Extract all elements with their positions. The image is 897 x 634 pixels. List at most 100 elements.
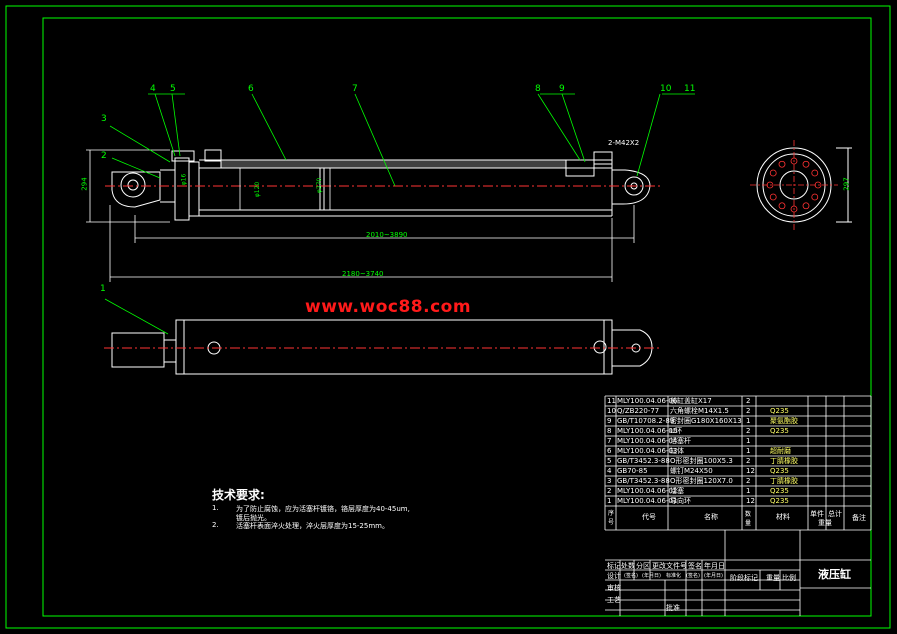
bolt-hole: [778, 202, 786, 210]
tb-r2-sign2: (签名): [686, 573, 700, 579]
inner-frame: [42, 17, 872, 617]
bom-cell-qty: 1: [746, 487, 751, 495]
bolt-hole: [811, 169, 819, 177]
bom-header-name: 名称: [704, 513, 718, 521]
cylinder-external-view: [111, 319, 653, 375]
bom-cell-qty: 2: [746, 427, 751, 435]
bom-cell-qty: 1: [746, 417, 751, 425]
tb-label-mark: 标记: [607, 562, 621, 570]
tb-approve: 批准: [666, 604, 680, 612]
bom-cell-code: GB/T3452.3-88: [617, 457, 670, 465]
drawing-title: 液压缸: [818, 568, 851, 581]
tb-r2-date: (年月日): [642, 573, 661, 579]
bom-cell-code: GB70-85: [617, 467, 648, 475]
tb-label-date: 年月日: [704, 562, 725, 570]
bom-header-mat: 材料: [776, 513, 790, 521]
watermark: www.woc88.com: [305, 297, 472, 317]
bom-cell-material: 超耐磨: [770, 447, 791, 455]
tb-weight: 重量: [766, 574, 780, 582]
requirement-num-1: 1.: [212, 504, 219, 512]
bom-header-note: 备注: [852, 514, 866, 522]
bom-cell-no: 9: [607, 417, 612, 425]
bom-cell-name: 螺钉M24X50: [670, 467, 713, 475]
bom-cell-code: MLY100.04.06-04: [617, 437, 678, 445]
outer-frame: [5, 5, 891, 629]
callout-10: 10: [660, 84, 672, 94]
bolt-hole: [769, 193, 777, 201]
tb-label-changedoc: 更改文件号: [652, 562, 687, 570]
bom-cell-code: GB/T3452.3-88: [617, 477, 670, 485]
bom-cell-code: GB/T10708.2-89: [617, 417, 675, 425]
dim-inner: 2010~3890: [366, 231, 408, 239]
tb-r2-date2: (年月日): [704, 573, 723, 579]
callout-8: 8: [535, 84, 541, 94]
bom-cell-code: Q/ZB220-77: [617, 407, 660, 415]
bom-cell-name: O形密封圈100X5.3: [670, 457, 733, 465]
bom-cell-no: 7: [607, 437, 612, 445]
bom-cell-material: 聚氨酯胶: [770, 417, 798, 425]
bom-cell-no: 2: [607, 487, 612, 495]
bom-cell-material: 丁腈橡胶: [770, 477, 798, 485]
dim-bore1: φ120: [254, 181, 262, 198]
dim-pin: φ16: [180, 173, 188, 186]
callout-9: 9: [559, 84, 565, 94]
bolt-hole: [778, 160, 786, 168]
dim-outer: 2180~3740: [342, 270, 384, 278]
bom-cell-material: Q235: [770, 427, 789, 435]
bom-cell-qty: 1: [746, 437, 751, 445]
callout-5: 5: [170, 84, 176, 94]
bom-cell-material: 丁腈橡胶: [770, 457, 798, 465]
callout-6: 6: [248, 84, 254, 94]
tb-process: 工艺: [607, 596, 621, 604]
bom-header-code: 代号: [642, 513, 656, 521]
tb-label-sign: 签名: [688, 562, 702, 570]
bom-cell-name: 活塞: [670, 487, 684, 495]
bom-cell-name: O形密封圈120X7.0: [670, 477, 733, 485]
bom-cell-qty: 2: [746, 407, 751, 415]
requirement-num-2: 2.: [212, 521, 219, 529]
bom-cell-no: 3: [607, 477, 612, 485]
bom-cell-no: 1: [607, 497, 612, 505]
bom-cell-qty: 2: [746, 477, 751, 485]
bom-cell-name: 六角螺栓M14X1.5: [670, 407, 729, 415]
bom-cell-no: 6: [607, 447, 612, 455]
callout-4: 4: [150, 84, 156, 94]
bom-cell-no: 8: [607, 427, 612, 435]
dim-right-height: 297: [842, 177, 851, 191]
bom-cell-qty: 12: [746, 497, 755, 505]
bom-cell-material: Q235: [770, 467, 789, 475]
cylinder-section-view: [111, 149, 651, 221]
tb-label-count: 处数: [621, 562, 635, 570]
tb-scale: 比例: [782, 574, 796, 582]
dim-port: 2-M42X2: [608, 139, 640, 147]
callout-11: 11: [684, 84, 696, 94]
bolt-hole: [802, 160, 810, 168]
bom-header-unit: 单件: [810, 510, 824, 518]
tb-design: 设计: [607, 572, 621, 580]
bom-cell-name: 缸体: [670, 447, 684, 455]
callout-1: 1: [100, 284, 106, 294]
bom-cell-qty: 2: [746, 397, 751, 405]
requirement-1-cont: 镀后抛光。: [236, 514, 271, 522]
bom-header-weight: 重量: [818, 519, 832, 527]
bom-cell-qty: 2: [746, 457, 751, 465]
requirement-2: 活塞杆表面淬火处理，淬火层厚度为15-25mm。: [236, 522, 389, 530]
tb-label-zone: 分区: [636, 562, 650, 570]
bom-cell-code: MLY100.04.06-01: [617, 497, 678, 505]
tb-check: 审核: [607, 584, 621, 592]
dim-left-height: 294: [80, 177, 89, 191]
bom-cell-name: 密封圈G180X160X13: [670, 417, 742, 425]
tb-r2-sign: (签名): [624, 573, 638, 579]
end-view-bolt-holes: [766, 157, 822, 213]
callout-leaders: [104, 93, 695, 335]
bom-cell-material: Q235: [770, 487, 789, 495]
bom-cell-name: U环: [670, 427, 683, 435]
bom-cell-no: 4: [607, 467, 612, 475]
end-view-centerlines: [750, 140, 838, 230]
bom-header-qty: 数量: [745, 511, 752, 527]
bolt-hole: [802, 202, 810, 210]
bom-cell-name: 前缸盖缸X17: [670, 397, 712, 405]
bom-cell-qty: 1: [746, 447, 751, 455]
bom-header-total: 总计: [828, 510, 842, 518]
